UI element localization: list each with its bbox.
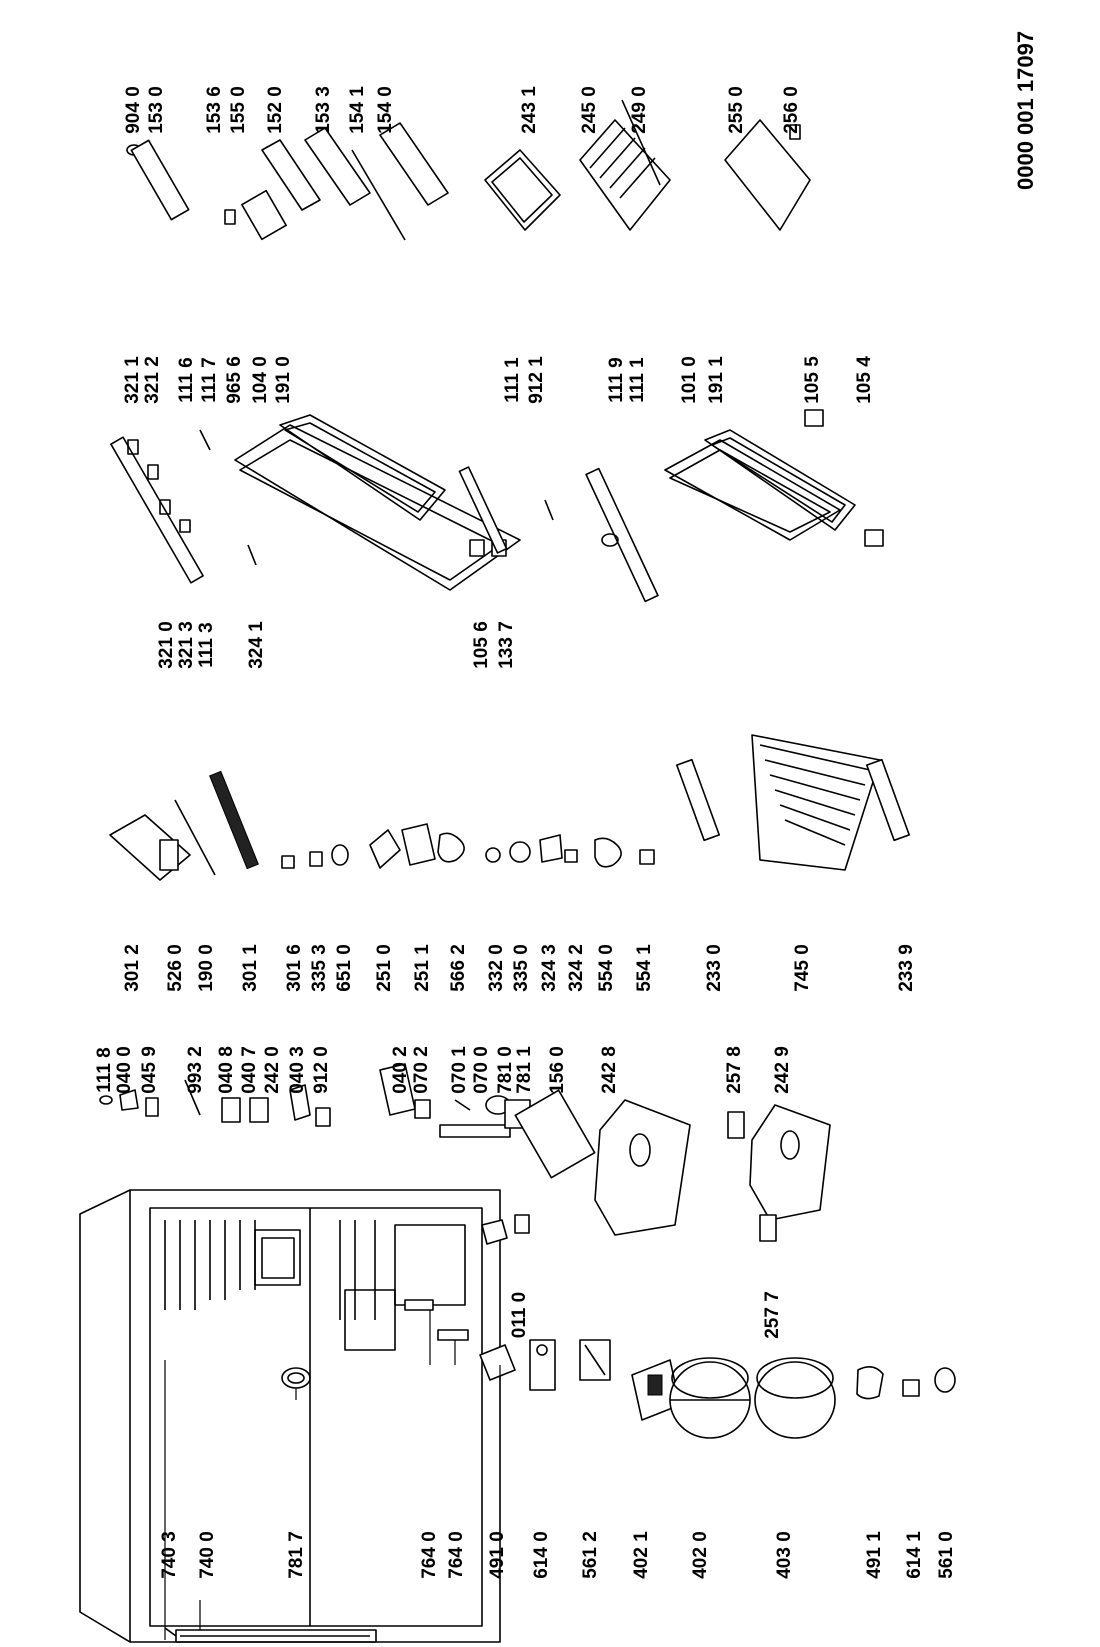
part-number-label: 040 3: [287, 1046, 308, 1094]
part-number-label: 324 3: [539, 944, 560, 992]
part-number-label: 111 1: [502, 357, 523, 403]
part-number-label: 133 7: [496, 621, 517, 669]
part-number-label: 111 8: [94, 1047, 115, 1092]
part-number-label: 301 1: [240, 944, 261, 992]
part-number-label: 105 6: [471, 621, 492, 669]
part-number-label: 781 7: [286, 1531, 307, 1579]
part-number-label: 242 9: [772, 1046, 793, 1094]
part-number-label: 561 0: [936, 1531, 957, 1579]
part-number-label: 242 0: [262, 1046, 283, 1094]
part-number-label: 554 0: [596, 944, 617, 992]
part-number-label: 321 1: [122, 356, 143, 404]
part-number-label: 402 0: [690, 1531, 711, 1579]
part-number-label: 104 0: [250, 356, 271, 404]
part-number-label: 111 6: [176, 357, 197, 402]
part-number-label: 491 1: [864, 1531, 885, 1579]
part-number-label: 491 0: [487, 1531, 508, 1579]
part-number-label: 243 1: [519, 86, 540, 134]
part-number-label: 040 0: [114, 1046, 135, 1094]
part-number-label: 111 1: [627, 357, 648, 403]
part-number-label: 233 0: [704, 944, 725, 992]
door-assemblies: [110, 409, 884, 603]
part-number-label: 105 5: [802, 356, 823, 404]
part-number-label: 764 0: [446, 1531, 467, 1579]
part-number-label: 324 2: [566, 944, 587, 992]
part-number-label: 155 0: [228, 86, 249, 134]
part-number-label: 045 9: [139, 1046, 160, 1094]
part-number-label: 554 1: [634, 944, 655, 992]
part-number-label: 256 0: [781, 86, 802, 134]
part-number-label: 111 7: [199, 357, 220, 402]
part-number-label: 011 0: [509, 1292, 530, 1339]
part-number-label: 324 1: [246, 621, 267, 669]
part-number-label: 251 0: [374, 944, 395, 992]
part-number-label: 070 2: [411, 1046, 432, 1094]
part-number-label: 040 2: [390, 1046, 411, 1094]
part-number-label: 301 2: [122, 944, 143, 992]
leader-lines: [164, 1310, 501, 1640]
part-number-label: 912 1: [526, 356, 547, 404]
part-number-label: 153 6: [204, 86, 225, 134]
part-number-label: 251 1: [412, 944, 433, 992]
part-number-label: 740 0: [197, 1531, 218, 1579]
part-number-label: 965 6: [224, 356, 245, 404]
part-number-label: 257 8: [724, 1046, 745, 1094]
part-labels: 740 3 740 0 781 7 764 0 764 0 491 0 614 0 561 2…: [94, 86, 957, 1579]
part-number-label: 101 0: [679, 356, 700, 404]
part-number-label: 402 1: [631, 1531, 652, 1579]
part-number-label: 566 2: [448, 944, 469, 992]
part-number-label: 190 0: [196, 944, 217, 992]
electrical-parts: [281, 1299, 956, 1439]
part-number-label: 152 0: [265, 86, 286, 134]
part-number-label: 040 8: [216, 1046, 237, 1094]
door-hardware-parts: [99, 1063, 831, 1245]
cabinet-assembly: [79, 1189, 501, 1643]
part-number-label: 191 1: [706, 356, 727, 404]
part-number-label: 332 0: [486, 944, 507, 992]
part-number-label: 403 0: [774, 1531, 795, 1579]
part-number-label: 904 0: [123, 86, 144, 134]
part-number-label: 040 7: [239, 1046, 260, 1094]
control-parts: [109, 734, 910, 881]
part-number-label: 245 0: [579, 86, 600, 134]
part-number-label: 070 0: [471, 1046, 492, 1094]
part-number-label: 993 2: [185, 1046, 206, 1094]
part-number-label: 301 6: [284, 944, 305, 992]
document-number: 0000 001 17097: [1013, 31, 1038, 190]
part-number-label: 070 1: [449, 1046, 470, 1094]
part-number-label: 912 0: [311, 1046, 332, 1094]
part-number-label: 614 1: [904, 1531, 925, 1579]
part-number-label: 781 0: [495, 1046, 516, 1094]
part-number-label: 321 0: [156, 621, 177, 669]
part-number-label: 242 8: [599, 1046, 620, 1094]
part-number-label: 153 0: [146, 86, 167, 134]
part-number-label: 764 0: [419, 1531, 440, 1579]
part-number-label: 153 3: [313, 86, 334, 134]
part-number-label: 255 0: [726, 86, 747, 134]
part-number-label: 111 9: [606, 357, 627, 402]
part-number-label: 154 0: [375, 86, 396, 134]
part-number-label: 651 0: [334, 944, 355, 992]
part-number-label: 191 0: [273, 356, 294, 404]
part-number-label: 561 2: [580, 1531, 601, 1579]
part-number-label: 781 1: [514, 1046, 535, 1094]
door-shelves-and-glass: [126, 99, 811, 241]
part-number-label: 335 3: [309, 944, 330, 992]
part-number-label: 745 0: [792, 944, 813, 992]
part-number-label: 321 2: [142, 356, 163, 404]
part-number-label: 249 0: [629, 86, 650, 134]
part-number-label: 233 9: [896, 944, 917, 992]
part-number-label: 111 3: [196, 622, 217, 667]
part-number-label: 526 0: [165, 944, 186, 992]
part-number-label: 156 0: [547, 1046, 568, 1094]
part-number-label: 257 7: [762, 1291, 783, 1339]
part-number-label: 614 0: [531, 1531, 552, 1579]
part-number-label: 154 1: [347, 86, 368, 134]
part-number-label: 335 0: [511, 944, 532, 992]
part-number-label: 105 4: [854, 356, 875, 404]
part-number-label: 740 3: [159, 1531, 180, 1579]
part-number-label: 321 3: [176, 621, 197, 669]
